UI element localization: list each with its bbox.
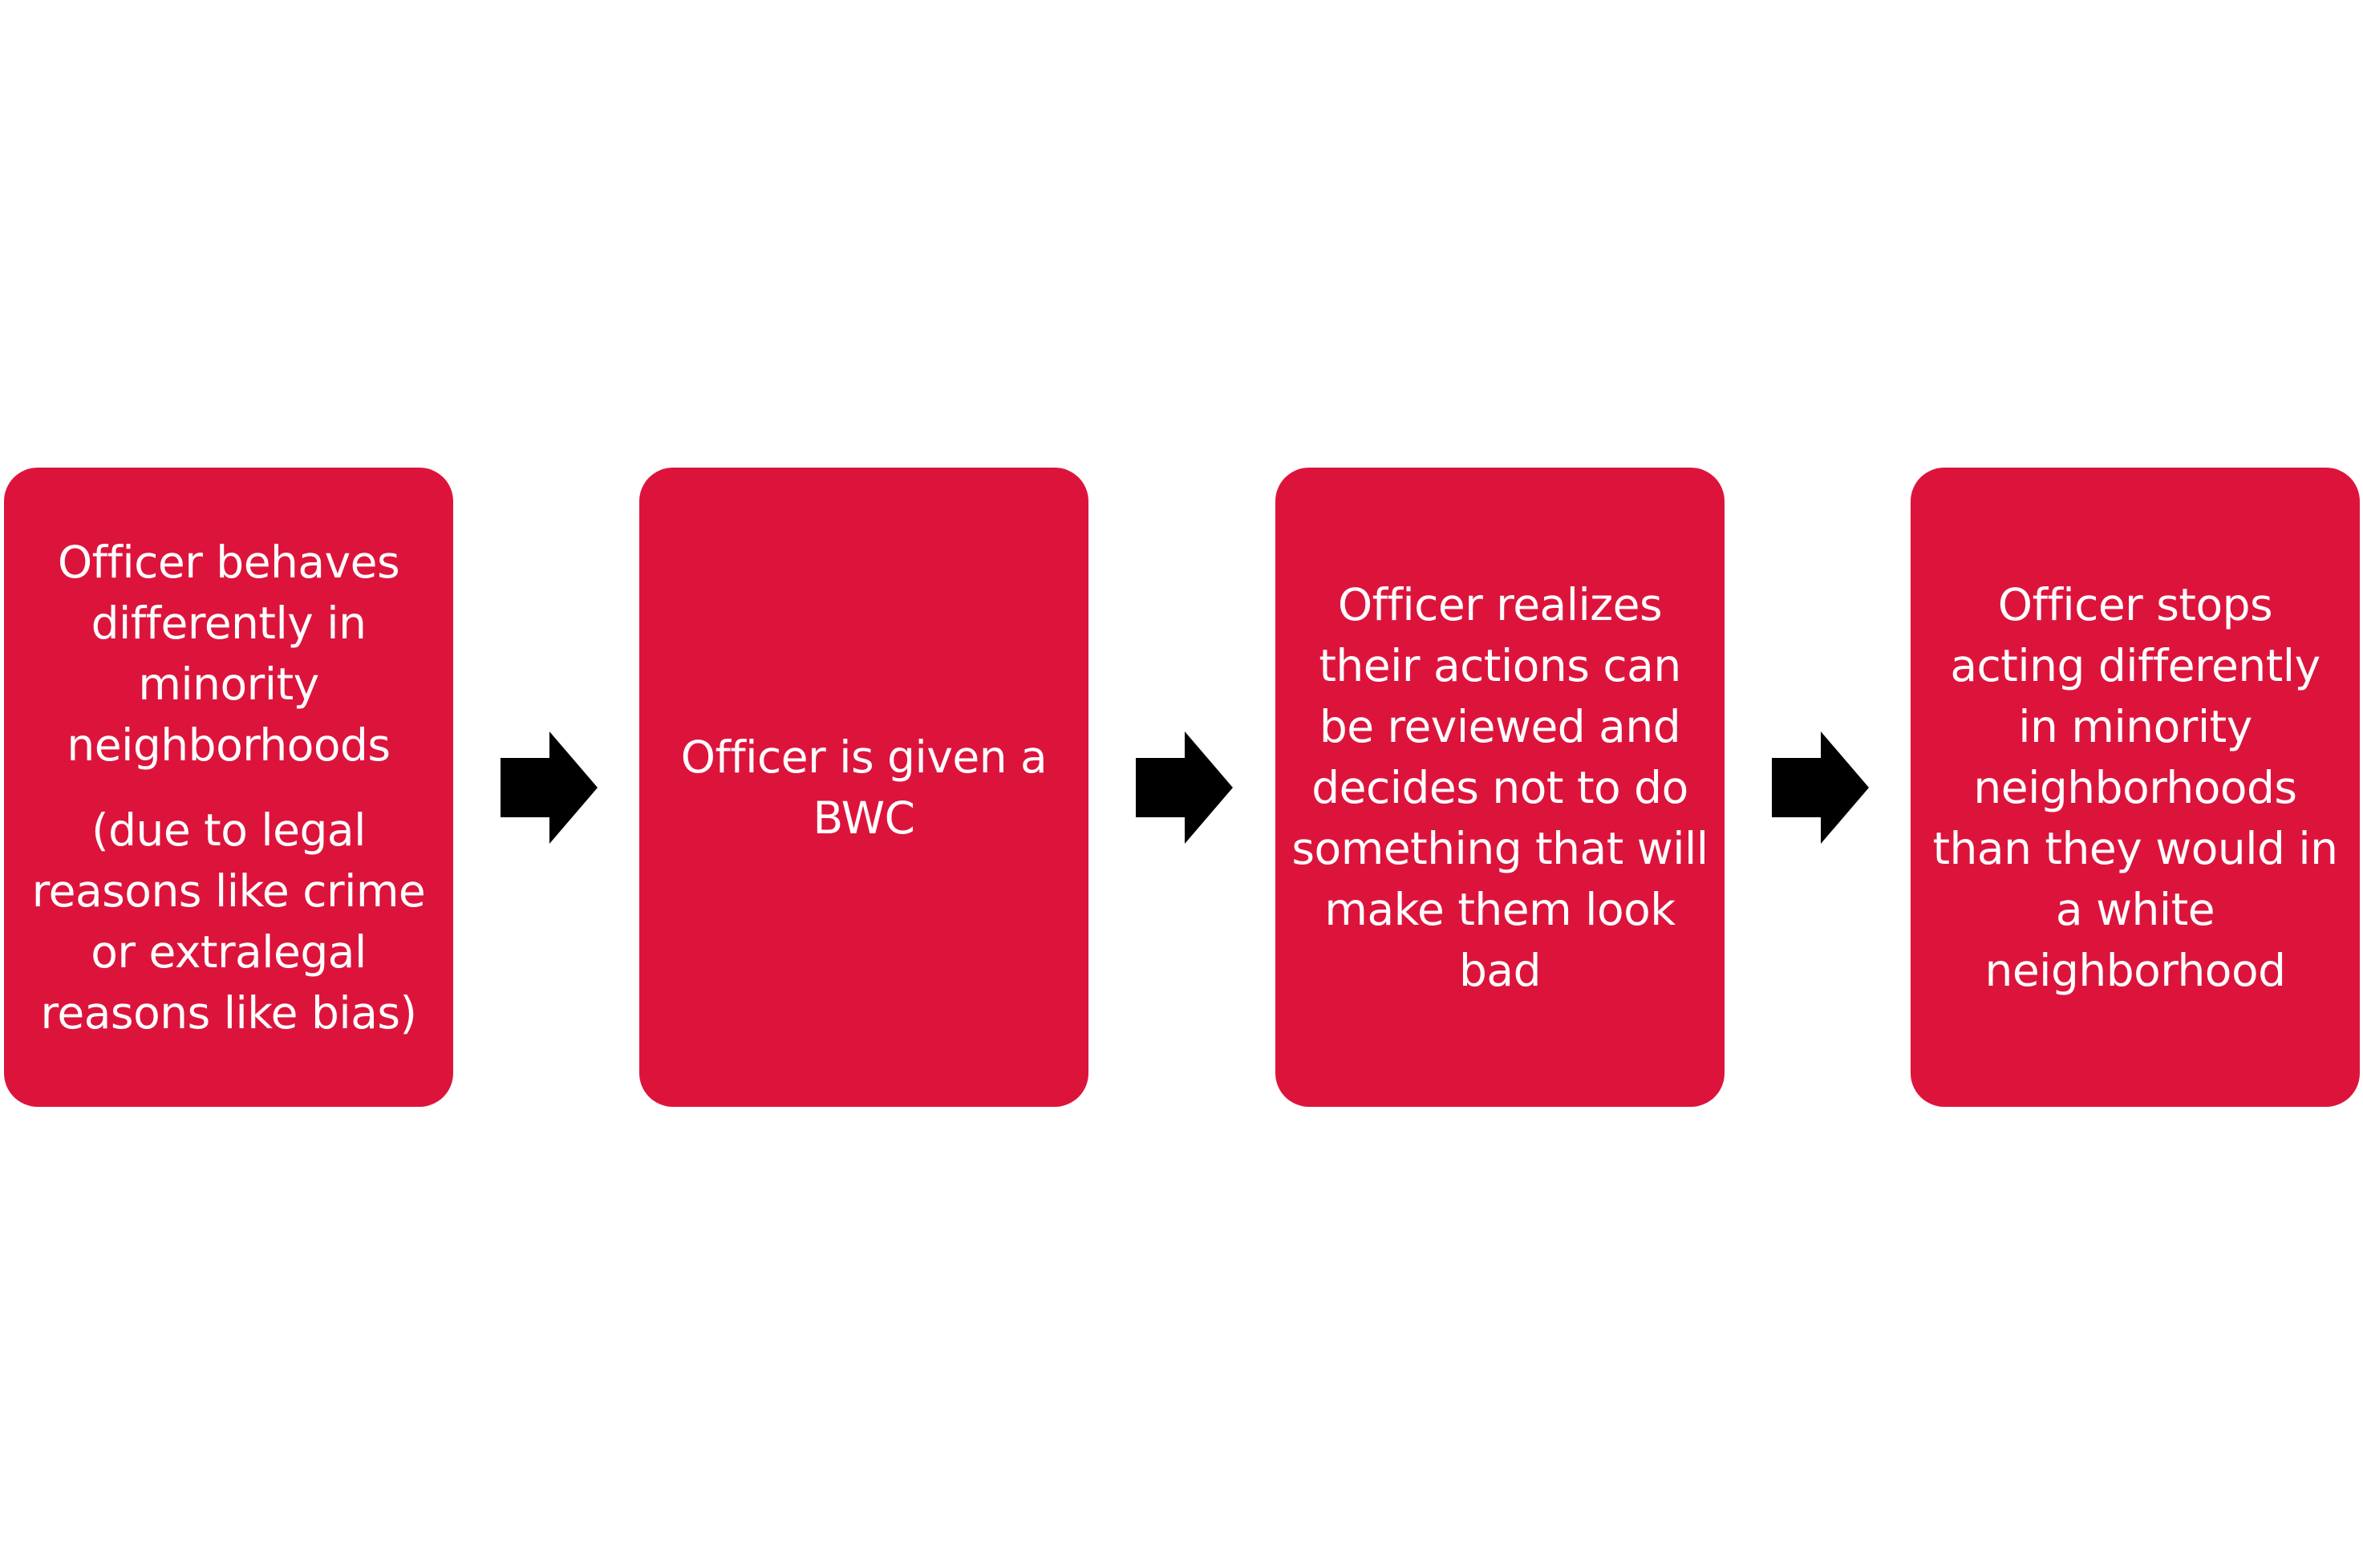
flow-step-4: Officer stops acting differently in mino… xyxy=(1911,468,2360,1107)
right-arrow-icon xyxy=(1772,731,1869,844)
flow-step-3-text: Officer realizes their actions can be re… xyxy=(1291,578,1708,996)
right-arrow-icon xyxy=(1136,731,1233,844)
right-arrow-icon xyxy=(501,731,598,844)
flow-step-3: Officer realizes their actions can be re… xyxy=(1275,468,1725,1107)
flow-step-4-text: Officer stops acting differently in mino… xyxy=(1932,578,2338,996)
flow-step-2-text: Officer is given a BWC xyxy=(680,731,1048,844)
flow-step-2: Officer is given a BWC xyxy=(639,468,1088,1107)
flow-step-1: Officer behaves differently in minority … xyxy=(4,468,453,1107)
flow-step-1-note: (due to legal reasons like crime or extr… xyxy=(31,804,426,1039)
flow-step-1-text: Officer behaves differently in minority … xyxy=(57,536,400,771)
